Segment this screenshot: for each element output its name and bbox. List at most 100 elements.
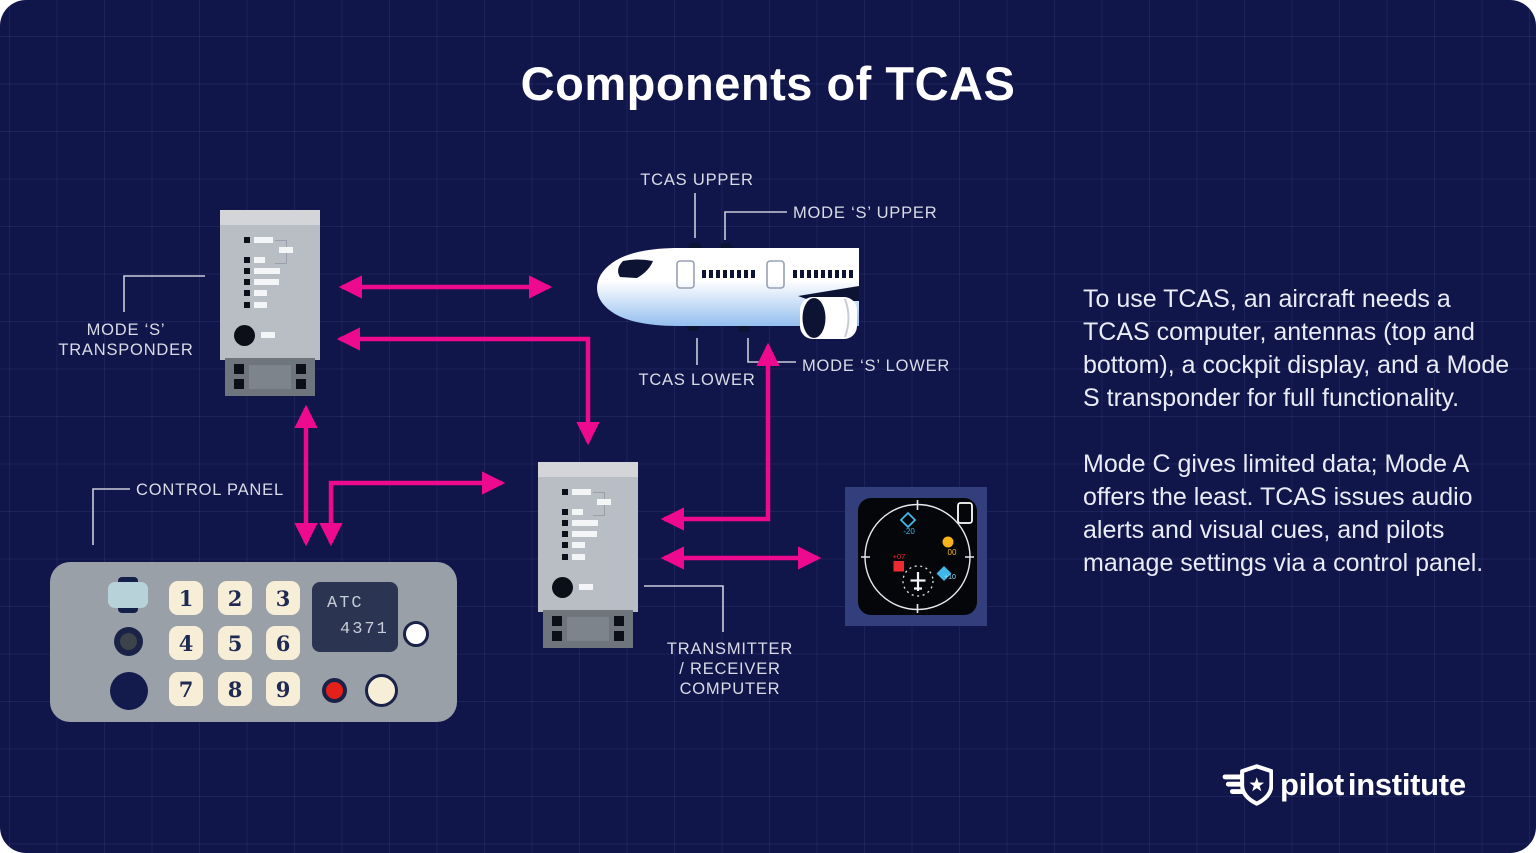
keypad-key-3: 3 — [266, 581, 300, 615]
faceplate-dot — [244, 257, 250, 263]
ownship-symbol — [910, 572, 926, 591]
faceplate-dash — [254, 237, 273, 243]
avionics-connector — [543, 610, 633, 648]
info-column: To use TCAS, an aircraft needs a TCAS co… — [1083, 283, 1515, 613]
faceplate-dot — [562, 509, 568, 515]
traffic-altitude-label: 00 — [948, 548, 957, 557]
leader-mode-s-transponder — [123, 275, 205, 312]
large-navy-knob — [110, 672, 148, 710]
faceplate-dot — [562, 542, 568, 548]
leader-control-panel — [92, 488, 130, 545]
avionics-top-strip — [538, 462, 638, 477]
cream-button — [365, 674, 398, 707]
label-control-panel: CONTROL PANEL — [136, 481, 284, 499]
tcas-screen-graphics: -20 00 +07 +10 — [861, 500, 974, 613]
fuselage — [597, 248, 859, 326]
traffic-red-square — [893, 561, 904, 572]
cockpit-display-unit: -20 00 +07 +10 — [845, 487, 987, 626]
faceplate-dot — [562, 531, 568, 537]
faceplate-dot — [244, 237, 250, 243]
label-transmitter-receiver-computer: TRANSMITTER / RECEIVER COMPUTER — [666, 640, 794, 698]
transmitter-receiver-box — [538, 462, 638, 648]
traffic-hollow-diamond — [899, 511, 917, 529]
compass-ticks — [861, 500, 974, 613]
faceplate-dash — [572, 542, 585, 548]
leader-mode-s-lower — [747, 338, 796, 363]
faceplate-dot — [244, 268, 250, 274]
logo-word-pilot: pilot — [1280, 767, 1344, 802]
faceplate-dash — [572, 509, 583, 515]
label-tcas-lower: TCAS LOWER — [638, 371, 756, 389]
keypad-key-6: 6 — [266, 626, 300, 660]
engine-cowl-line — [844, 298, 850, 338]
mid-door — [766, 260, 785, 289]
mode-s-upper-antenna — [719, 243, 733, 248]
faceplate-dash — [254, 257, 265, 263]
faceplate-dash — [572, 531, 597, 537]
keypad-key-9: 9 — [266, 672, 300, 706]
faceplate-dash — [572, 520, 598, 526]
label-mode-s-lower: MODE ‘S’ LOWER — [802, 357, 951, 375]
page-title: Components of TCAS — [520, 57, 1016, 110]
winged-shield-star-icon — [1222, 764, 1273, 806]
keypad-key-5: 5 — [218, 626, 252, 660]
connector-pin — [296, 379, 306, 389]
faceplate-dot — [562, 554, 568, 560]
rocker-switch — [108, 582, 148, 608]
faceplate-dot — [562, 489, 568, 495]
tcas-screen: -20 00 +07 +10 — [858, 498, 977, 615]
connector-pin — [614, 631, 624, 641]
cabin-windows — [702, 270, 853, 278]
faceplate-dash — [254, 279, 279, 285]
faceplate-dash — [572, 489, 591, 495]
connector-pin — [552, 631, 562, 641]
atc-code-value: 4371 — [340, 620, 389, 639]
traffic-filled-diamond — [936, 566, 952, 581]
atc-code-display: ATC 4371 — [312, 582, 398, 652]
aircraft-illustration — [597, 243, 859, 339]
rotary-knob — [552, 577, 573, 598]
faceplate-dot — [244, 290, 250, 296]
keypad-key-1: 1 — [169, 581, 203, 615]
connector-pin — [234, 364, 244, 374]
faceplate-dash — [254, 268, 280, 274]
faceplate-dash — [261, 332, 275, 338]
info-paragraph-2: Mode C gives limited data; Mode A offers… — [1083, 450, 1484, 577]
mode-s-lower-antenna — [737, 326, 751, 332]
avionics-top-strip — [220, 210, 320, 225]
connector-pin — [614, 616, 624, 626]
wing-root — [798, 286, 859, 301]
faceplate-dot — [244, 279, 250, 285]
label-mode-s-upper: MODE ‘S’ UPPER — [793, 204, 938, 222]
connector-plate — [249, 365, 291, 389]
traffic-altitude-label: +10 — [944, 574, 956, 581]
faceplate-dash — [254, 290, 267, 296]
faceplate-dot — [244, 302, 250, 308]
atc-label: ATC — [327, 594, 364, 613]
label-tcas-upper: TCAS UPPER — [640, 171, 754, 189]
arrow-transponder-transmitter — [336, 327, 600, 446]
front-door — [676, 260, 695, 289]
tcas-lower-antenna — [686, 326, 700, 331]
engine-intake — [802, 298, 826, 338]
faceplate-dash — [279, 247, 293, 253]
label-mode-s-transponder: MODE ‘S’ TRANSPONDER — [58, 321, 194, 359]
connector-pin — [552, 616, 562, 626]
rotary-knob — [234, 325, 255, 346]
avionics-connector — [225, 358, 315, 396]
faceplate-dot — [562, 520, 568, 526]
range-ring-dotted — [902, 565, 934, 597]
connector-plate — [567, 617, 609, 641]
keypad-key-4: 4 — [169, 626, 203, 660]
red-button — [322, 678, 347, 703]
faceplate-dash — [254, 302, 267, 308]
faceplate-dash — [597, 499, 611, 505]
small-dark-knob — [120, 633, 137, 650]
mode-s-transponder-box — [220, 210, 320, 396]
logo-word-institute: institute — [1347, 767, 1466, 802]
faceplate-dash — [579, 584, 593, 590]
traffic-altitude-label: +07 — [893, 552, 906, 561]
